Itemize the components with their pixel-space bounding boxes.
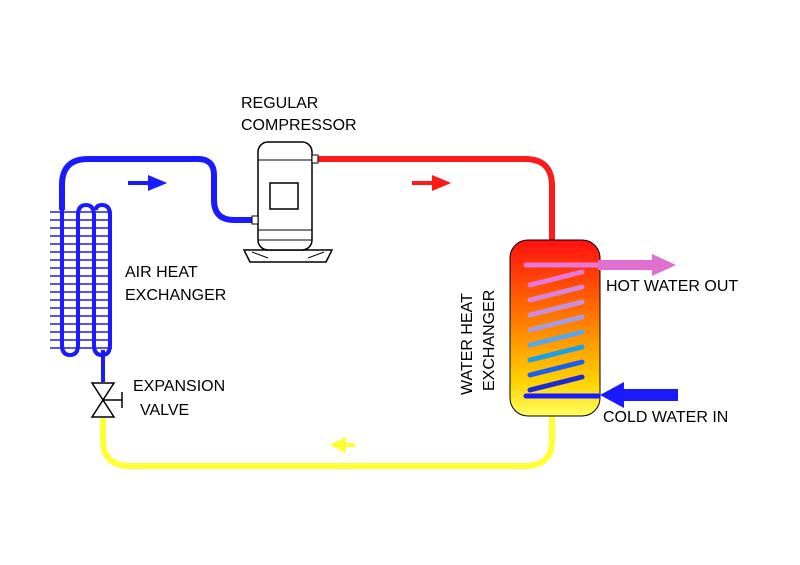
suction-line <box>59 156 258 223</box>
expansion-valve-label-line2: VALVE <box>140 402 189 419</box>
expansion-valve-label-line1: EXPANSION <box>133 378 225 395</box>
air-hx-label-line2: EXCHANGER <box>125 287 226 304</box>
flow-arrow-red <box>412 175 452 191</box>
air-hx-label-line1: AIR HEAT <box>125 264 198 281</box>
water-hx-label-line2: EXCHANGER <box>481 290 498 391</box>
hot-water-out-arrow <box>598 254 676 276</box>
expansion-valve <box>90 382 123 418</box>
cold-water-in-label: COLD WATER IN <box>603 409 728 426</box>
hot-water-out-label: HOT WATER OUT <box>606 278 738 295</box>
flow-arrow-blue <box>128 175 168 191</box>
water-heat-exchanger <box>509 239 601 417</box>
air-heat-exchanger <box>50 202 112 382</box>
compressor <box>242 141 334 263</box>
liquid-line <box>100 405 555 469</box>
flow-arrow-yellow <box>329 436 355 454</box>
compressor-label-line1: REGULAR <box>241 95 318 112</box>
cold-water-in-arrow <box>600 382 678 408</box>
compressor-label-line2: COMPRESSOR <box>241 117 357 134</box>
water-hx-label-line1: WATER HEAT <box>459 293 476 395</box>
hot-gas-line <box>312 156 555 240</box>
